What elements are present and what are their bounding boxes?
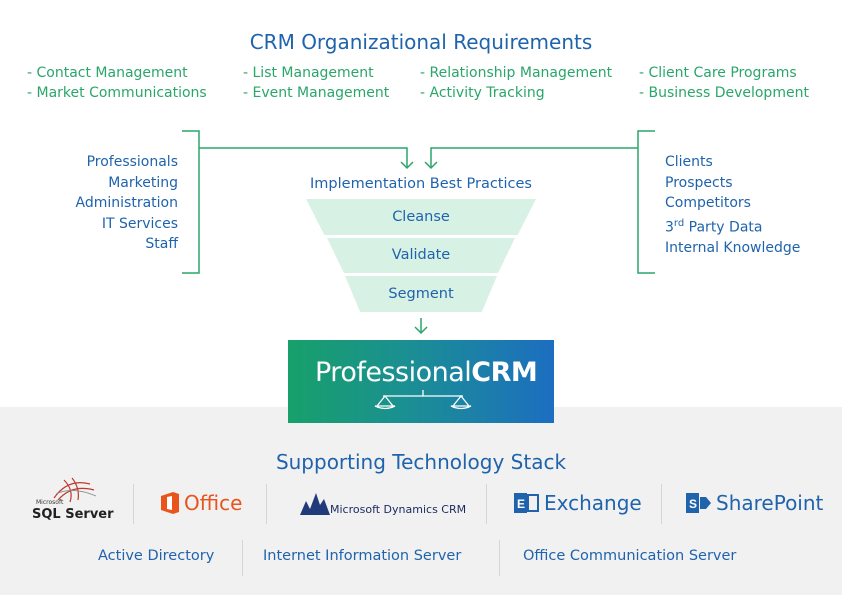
stage-label: Cleanse (392, 209, 450, 225)
requirement-item: - Business Development (639, 85, 809, 101)
separator (242, 540, 243, 576)
server-iis: Internet Information Server (263, 548, 462, 564)
requirement-item: - Relationship Management (420, 65, 613, 81)
dynamics-label: Microsoft Dynamics CRM (330, 503, 467, 516)
requirement-item: - Market Communications (27, 85, 207, 101)
requirements-col-1: - Contact Management - Market Communicat… (27, 63, 207, 103)
sql-server-logo: Microsoft SQL Server (32, 474, 114, 530)
svg-text:S: S (689, 497, 697, 511)
professionalcrm-logo: ProfessionalCRM (288, 340, 554, 423)
separator (486, 484, 487, 524)
list-item: 3rd Party Data (665, 214, 800, 238)
separator (133, 484, 134, 524)
requirement-item: - Client Care Programs (639, 65, 797, 81)
list-item: IT Services (101, 215, 178, 232)
office-icon (161, 492, 179, 514)
funnel-stage-validate: Validate (327, 238, 515, 273)
server-ocs: Office Communication Server (523, 548, 737, 564)
requirement-item: - List Management (243, 65, 374, 81)
list-item-text: Party Data (684, 219, 763, 236)
sql-server-small-label: Microsoft (36, 499, 64, 506)
logo-text-bold: CRM (471, 357, 538, 388)
requirement-item: - Contact Management (27, 65, 188, 81)
left-connector (199, 147, 408, 168)
list-item: Competitors (665, 195, 751, 211)
list-item: Clients (665, 154, 713, 170)
list-item: Internal Knowledge (665, 239, 801, 256)
tech-stack-title: Supporting Technology Stack (275, 450, 567, 474)
requirements-col-4: - Client Care Programs - Business Develo… (639, 63, 809, 103)
exchange-icon: E (514, 493, 539, 513)
sql-server-icon (53, 477, 97, 503)
list-item: Professionals (86, 154, 178, 170)
svg-text:E: E (517, 497, 525, 511)
separator (499, 540, 500, 576)
funnel-title: Implementation Best Practices (310, 176, 532, 192)
sharepoint-icon: S (686, 493, 711, 513)
right-connector (430, 147, 638, 168)
separator (661, 484, 662, 524)
sharepoint-label: SharePoint (716, 491, 824, 515)
separator (266, 484, 267, 524)
logo-wordmark: ProfessionalCRM (315, 357, 538, 388)
down-arrow-head (414, 326, 428, 335)
requirement-item: - Event Management (243, 85, 390, 101)
stage-label: Segment (388, 286, 454, 302)
server-active-directory: Active Directory (98, 548, 215, 564)
list-item: Administration (75, 195, 178, 211)
left-bracket (182, 130, 200, 274)
connector-lines (182, 130, 655, 335)
stage-label: Validate (391, 247, 451, 263)
list-item: Staff (145, 236, 178, 252)
ordinal-number: 3 (665, 219, 674, 236)
scales-icon (374, 390, 472, 410)
logo-text-light: Professional (315, 357, 472, 388)
right-arrow-head (424, 161, 438, 170)
requirement-item: - Activity Tracking (420, 85, 545, 101)
office-label: Office (184, 491, 243, 515)
requirements-col-2: - List Management - Event Management (243, 63, 389, 103)
funnel-stage-segment: Segment (345, 276, 497, 312)
page-title: CRM Organizational Requirements (249, 30, 593, 54)
list-item: Marketing (108, 174, 178, 191)
internal-users-list: Professionals Marketing Administration I… (76, 152, 178, 255)
ordinal-suffix: rd (673, 217, 685, 229)
left-arrow-head (400, 161, 414, 170)
list-item: Prospects (665, 174, 733, 191)
requirements-col-3: - Relationship Management - Activity Tra… (420, 63, 612, 103)
sql-server-label: SQL Server (32, 507, 114, 522)
exchange-label: Exchange (544, 491, 642, 515)
data-sources-list: Clients Prospects Competitors 3rd Party … (665, 152, 800, 258)
funnel-stage-cleanse: Cleanse (306, 199, 536, 235)
right-bracket (637, 130, 655, 274)
dynamics-icon (300, 493, 330, 515)
